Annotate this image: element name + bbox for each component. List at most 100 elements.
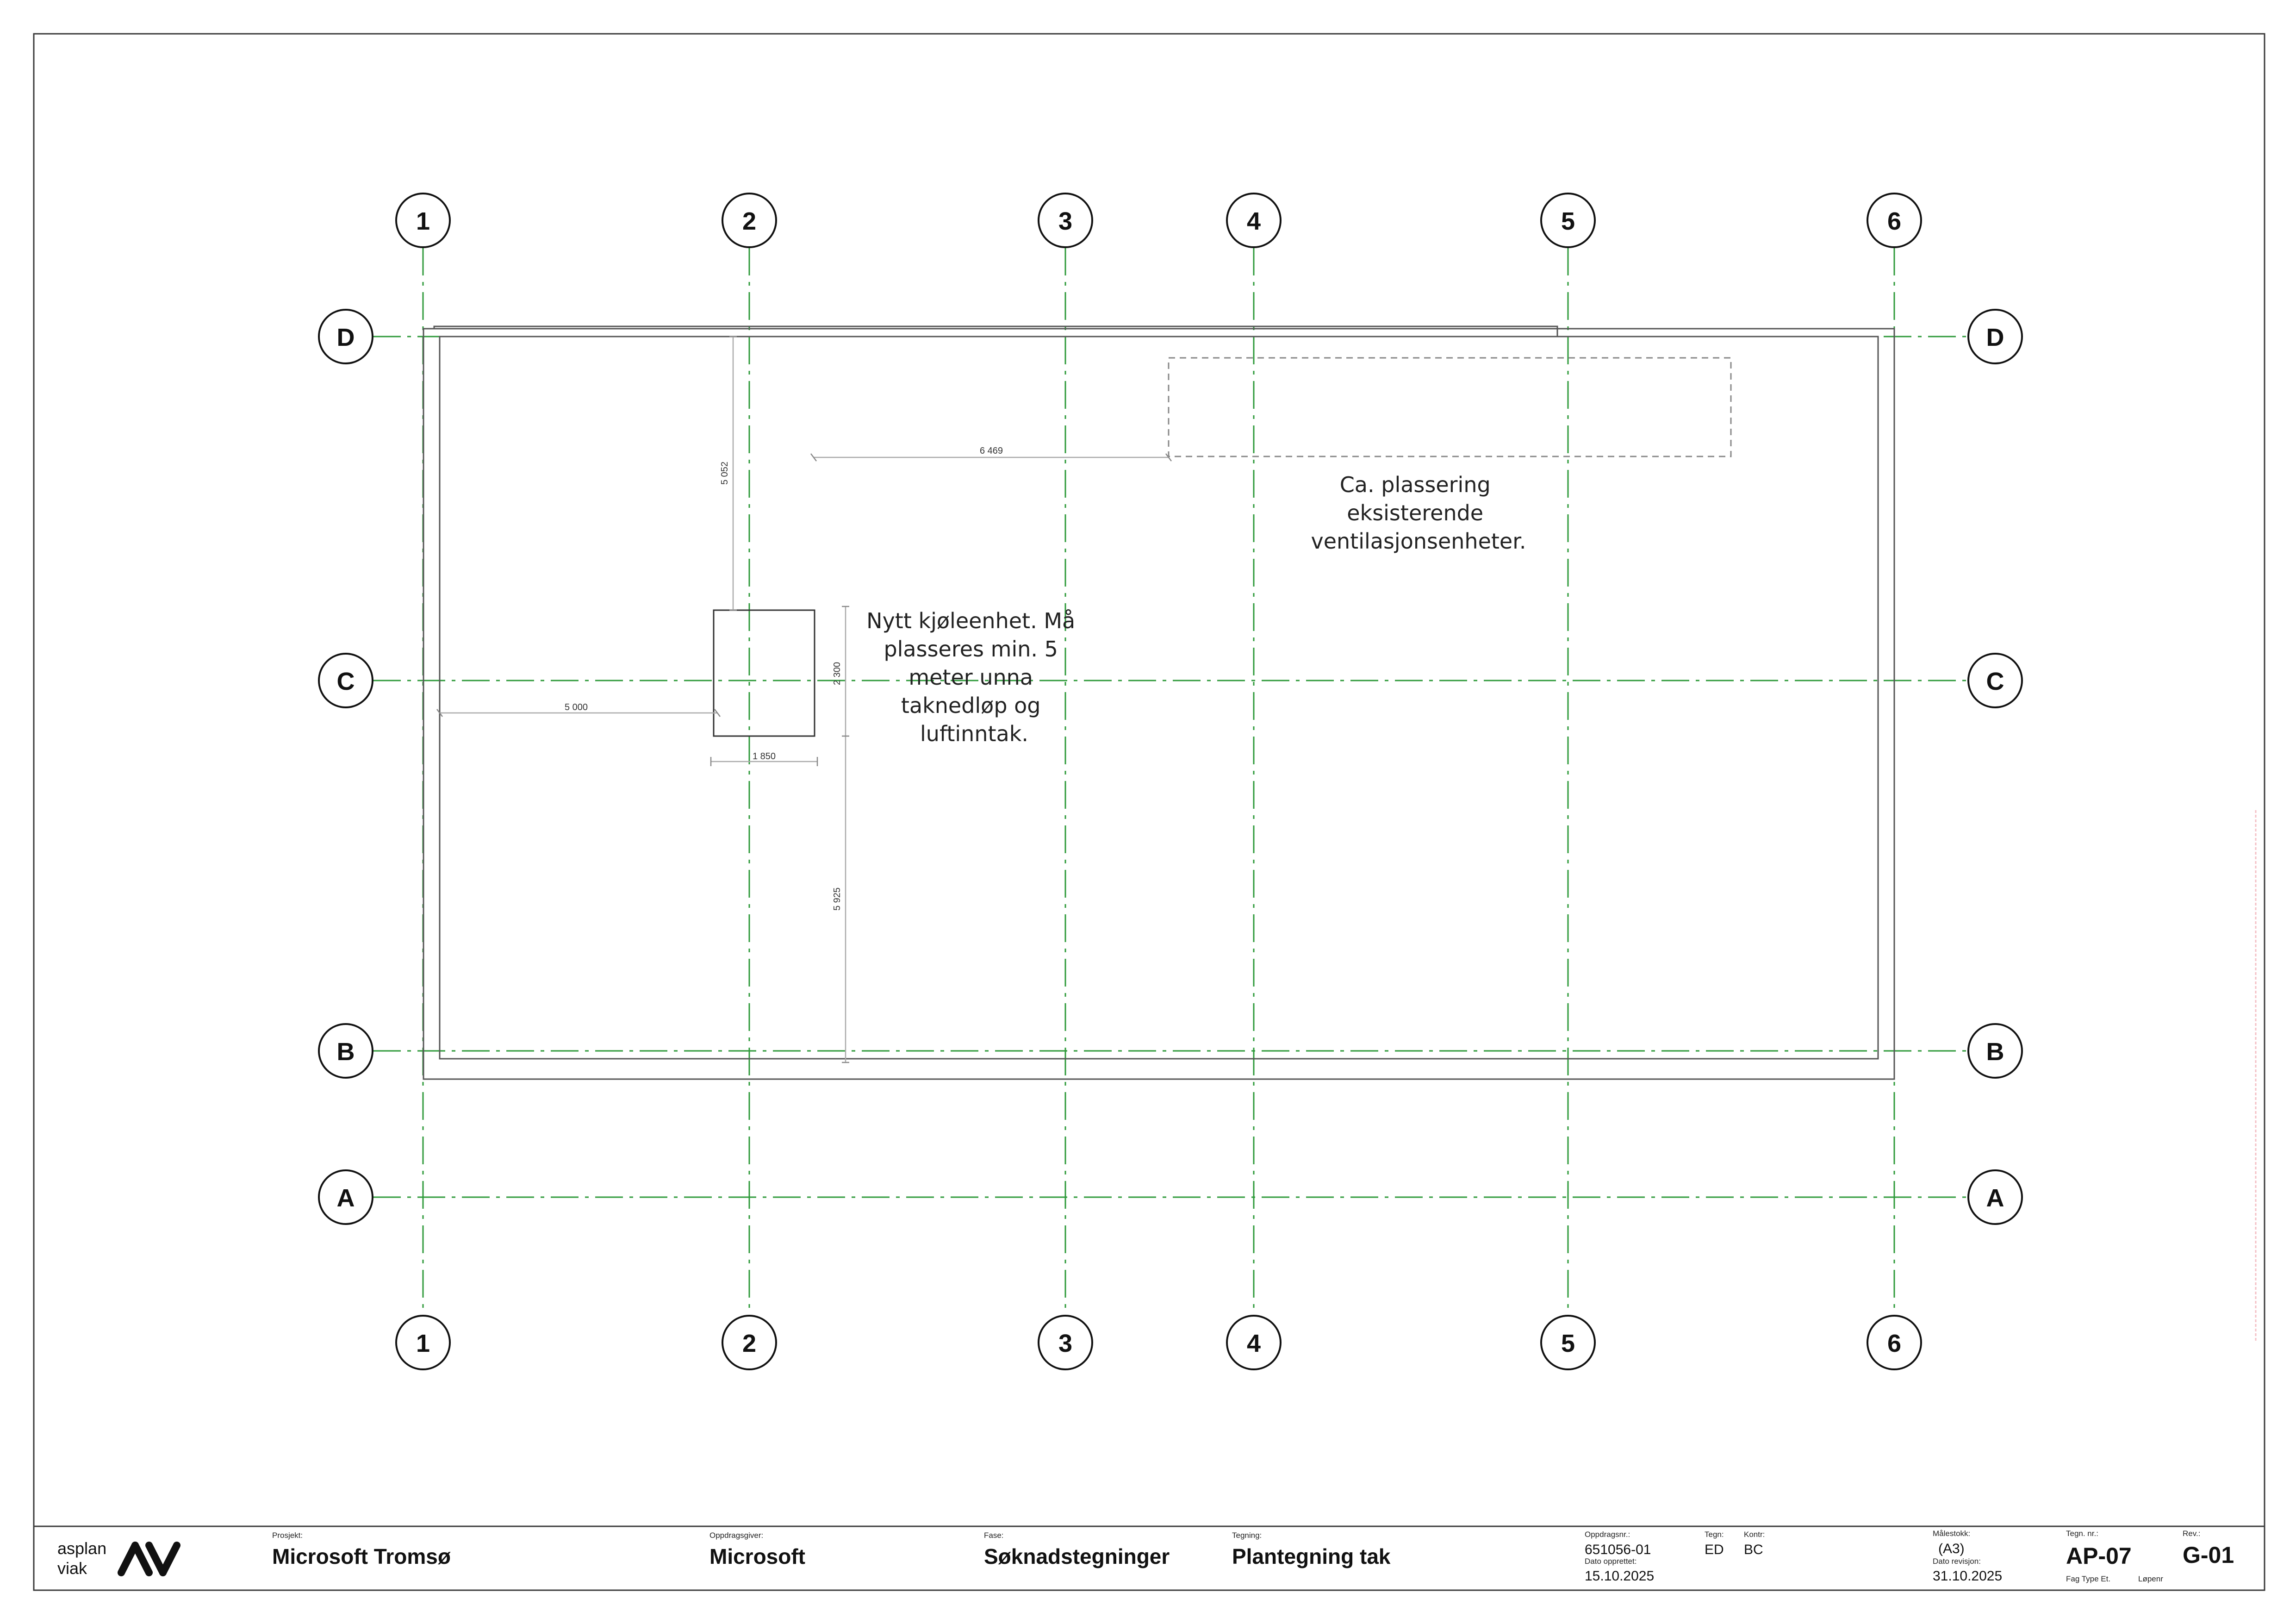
grid-bubble-label: 3 xyxy=(1058,207,1072,235)
roof-outline xyxy=(423,325,1895,1080)
grid-bubble-row-C-left: C xyxy=(318,653,373,708)
scale-value: (A3) xyxy=(1938,1541,1965,1556)
drawing-number: AP-07 xyxy=(2066,1543,2132,1569)
grid-bubble-label: 6 xyxy=(1887,1330,1901,1357)
grid-bubble-row-B-right: B xyxy=(1967,1023,2023,1079)
grid-bubble-row-D-right: D xyxy=(1967,309,2023,364)
roof-inner-edge xyxy=(439,336,1879,1060)
drawn-label: Tegn: xyxy=(1705,1530,1724,1539)
grid-bubble-column-6-top: 6 xyxy=(1867,193,1922,248)
drawing-number-label: Tegn. nr.: xyxy=(2066,1529,2098,1538)
grid-lines xyxy=(373,248,1969,1314)
grid-bubble-circle xyxy=(1867,193,1922,248)
grid-bubble-circle xyxy=(1967,1169,2023,1225)
grid-bubble-label: C xyxy=(1986,668,2004,695)
dim-text-2300: 2 300 xyxy=(832,662,842,685)
dimension-lines: 5 052 6 469 5 000 1 850 2 300 5 925 xyxy=(436,336,1172,1063)
phase-name: Søknadstegninger xyxy=(984,1544,1170,1568)
company-logo: asplan viak xyxy=(57,1539,180,1578)
grid-bubble-label: D xyxy=(1986,324,2004,351)
grid-bubble-label: A xyxy=(337,1184,355,1212)
dim-text-5052: 5 052 xyxy=(720,462,730,485)
grid-bubble-circle xyxy=(1967,1023,2023,1079)
drawn-by: ED xyxy=(1705,1542,1724,1557)
revision-label: Rev.: xyxy=(2183,1529,2200,1538)
created-date: 15.10.2025 xyxy=(1585,1568,1654,1584)
checked-by: BC xyxy=(1744,1542,1763,1557)
grid-bubble-label: 4 xyxy=(1247,207,1261,235)
grid-bubble-label: B xyxy=(337,1038,355,1066)
grid-bubble-circle xyxy=(1540,193,1596,248)
scale-label: Målestokk: xyxy=(1933,1529,1970,1538)
dim-tick xyxy=(810,453,817,462)
grid-bubble-circle xyxy=(1226,193,1282,248)
grid-bubble-circle xyxy=(1226,1315,1282,1370)
assignment-number: 651056-01 xyxy=(1585,1542,1651,1557)
grid-bubble-circle xyxy=(318,1023,373,1079)
grid-bubble-column-3-top: 3 xyxy=(1038,193,1093,248)
roof-outer-edge xyxy=(423,328,1895,1080)
grid-bubble-column-1-top: 1 xyxy=(395,193,451,248)
grid-bubble-circle xyxy=(1967,309,2023,364)
revision-date-label: Dato revisjon: xyxy=(1933,1557,1981,1566)
grid-bubble-circle xyxy=(395,193,451,248)
grid-bubble-label: 5 xyxy=(1561,1330,1575,1357)
dim-tick xyxy=(714,709,721,717)
grid-bubble-label: D xyxy=(337,324,355,351)
grid-bubble-label: C xyxy=(337,668,355,695)
grid-bubble-column-3-bottom: 3 xyxy=(1038,1315,1093,1370)
grid-bubble-row-C-right: C xyxy=(1967,653,2023,708)
grid-bubble-circle xyxy=(1967,653,2023,708)
grid-bubble-label: 6 xyxy=(1887,207,1901,235)
logo-mark-icon xyxy=(118,1542,180,1576)
grid-bubble-row-A-right: A xyxy=(1967,1169,2023,1225)
existing-ventilation-zone xyxy=(1168,357,1732,457)
grid-bubble-column-4-top: 4 xyxy=(1226,193,1282,248)
grid-bubble-circle xyxy=(1867,1315,1922,1370)
grid-bubble-circle xyxy=(318,653,373,708)
grid-bubble-column-4-bottom: 4 xyxy=(1226,1315,1282,1370)
grid-bubble-label: 4 xyxy=(1247,1330,1261,1357)
grid-bubble-label: 3 xyxy=(1058,1330,1072,1357)
title-block: asplan viak Prosjekt: Microsoft Tromsø O… xyxy=(34,1525,2265,1584)
grid-bubble-column-2-bottom: 2 xyxy=(722,1315,777,1370)
grid-bubble-column-6-bottom: 6 xyxy=(1867,1315,1922,1370)
client-name: Microsoft xyxy=(709,1544,805,1568)
logo-text-line1: asplan xyxy=(57,1539,106,1558)
serial-label: Løpenr xyxy=(2138,1574,2163,1583)
grid-bubble-circle xyxy=(1038,1315,1093,1370)
grid-bubble-row-A-left: A xyxy=(318,1169,373,1225)
grid-bubble-circle xyxy=(722,193,777,248)
grid-bubble-column-2-top: 2 xyxy=(722,193,777,248)
note-existing-ventilation: Ca. plassering eksisterende ventilasjons… xyxy=(1311,472,1526,554)
dim-text-1850: 1 850 xyxy=(753,751,776,762)
note-new-cooling-unit: Nytt kjøleenhet. Må plasseres min. 5 met… xyxy=(866,608,1082,746)
grid-bubble-row-D-left: D xyxy=(318,309,373,364)
grid-bubble-label: B xyxy=(1986,1038,2004,1066)
checked-label: Kontr: xyxy=(1744,1530,1765,1539)
grid-bubble-label: A xyxy=(1986,1184,2004,1212)
logo-text-line2: viak xyxy=(57,1559,87,1578)
revision-date: 31.10.2025 xyxy=(1933,1568,2002,1584)
grid-bubble-label: 2 xyxy=(742,1330,756,1357)
created-label: Dato opprettet: xyxy=(1585,1557,1636,1566)
grid-bubble-label: 5 xyxy=(1561,207,1575,235)
grid-bubble-circle xyxy=(318,309,373,364)
client-label: Oppdragsgiver: xyxy=(709,1531,763,1540)
grid-bubble-circle xyxy=(722,1315,777,1370)
project-name: Microsoft Tromsø xyxy=(272,1544,451,1568)
new-cooling-unit xyxy=(713,609,815,737)
dim-tick xyxy=(436,709,443,717)
grid-bubble-circle xyxy=(1038,193,1093,248)
phase-label: Fase: xyxy=(984,1531,1004,1540)
roof-parapet xyxy=(433,325,1558,337)
grid-bubble-label: 2 xyxy=(742,207,756,235)
grid-bubble-label: 1 xyxy=(416,207,430,235)
grid-bubble-column-5-bottom: 5 xyxy=(1540,1315,1596,1370)
dim-text-5000: 5 000 xyxy=(565,702,588,712)
drawing-label: Tegning: xyxy=(1232,1531,1262,1540)
grid-bubble-row-B-left: B xyxy=(318,1023,373,1079)
grid-bubble-label: 1 xyxy=(416,1330,430,1357)
